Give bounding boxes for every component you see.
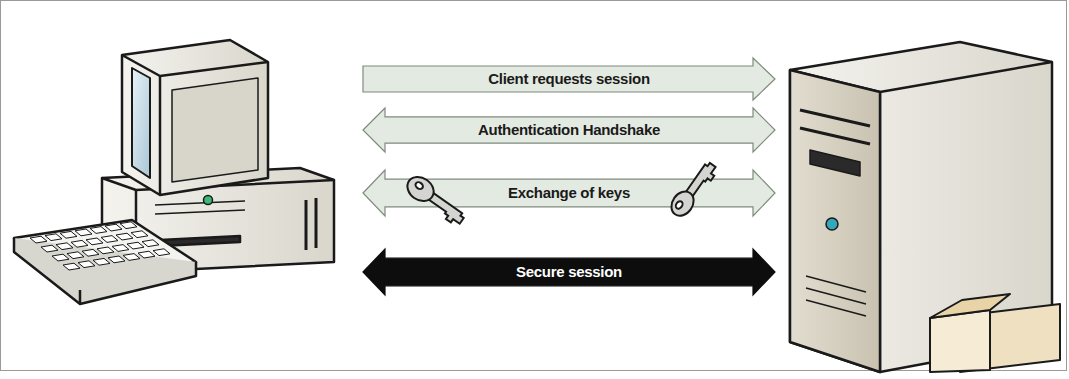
arrow-band: Exchange of keys <box>363 170 775 216</box>
server <box>790 42 1060 372</box>
arrow-outline <box>363 249 775 295</box>
arrow-label: Exchange of keys <box>508 184 630 202</box>
arrow-outline <box>363 58 775 100</box>
arrow-label: Authentication Handshake <box>478 121 660 139</box>
arrow-label: Secure session <box>516 263 622 281</box>
key-icon <box>403 172 470 228</box>
arrow-outline <box>363 170 775 216</box>
arrow-band: Secure session <box>363 249 775 295</box>
key-icon <box>667 158 719 220</box>
client-computer <box>14 40 334 304</box>
arrow-band: Authentication Handshake <box>363 108 775 152</box>
arrow-band: Client requests session <box>363 58 775 100</box>
arrow-outline <box>363 108 775 152</box>
arrow-label: Client requests session <box>488 70 650 88</box>
